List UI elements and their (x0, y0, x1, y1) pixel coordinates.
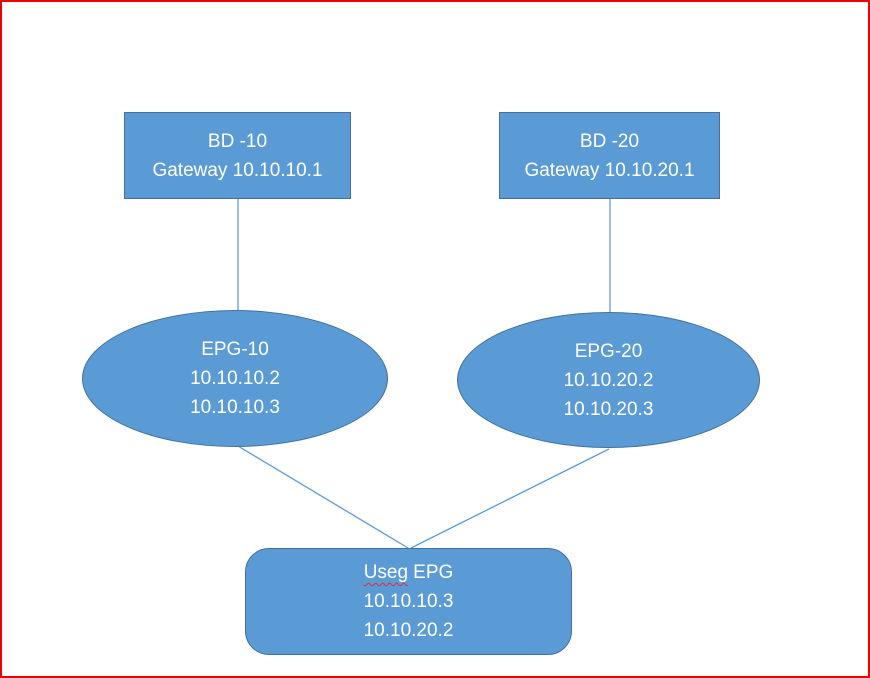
node-epg-20-title: EPG-20 (574, 340, 643, 362)
node-bd-10: BD -10 Gateway 10.10.10.1 (124, 112, 351, 199)
node-bd-20-title: BD -20 (579, 130, 640, 152)
node-epg-10: EPG-10 10.10.10.2 10.10.10.3 (82, 310, 388, 447)
node-bd-10-gateway: Gateway 10.10.10.1 (152, 159, 323, 181)
node-epg-10-title: EPG-10 (201, 339, 269, 360)
node-epg-10-ip-1: 10.10.10.2 (190, 368, 280, 389)
node-epg-20-ip-2: 10.10.20.3 (563, 398, 654, 420)
node-epg-20: EPG-20 10.10.20.2 10.10.20.3 (457, 312, 760, 448)
node-useg-epg-ip-2: 10.10.20.2 (363, 620, 454, 641)
node-useg-epg-ip-1: 10.10.10.3 (363, 591, 454, 612)
node-epg-10-ip-2: 10.10.10.3 (190, 397, 280, 418)
node-bd-20: BD -20 Gateway 10.10.20.1 (499, 112, 720, 199)
node-useg-epg-title-word-misspelled: Useg (363, 562, 409, 583)
node-useg-epg-title-word-2: EPG (413, 562, 454, 583)
node-bd-20-gateway: Gateway 10.10.20.1 (524, 159, 695, 181)
connector-epg10-useg (237, 445, 409, 549)
node-bd-10-title: BD -10 (207, 130, 268, 152)
node-epg-20-ip-1: 10.10.20.2 (563, 369, 654, 391)
connector-epg20-useg (410, 448, 610, 549)
